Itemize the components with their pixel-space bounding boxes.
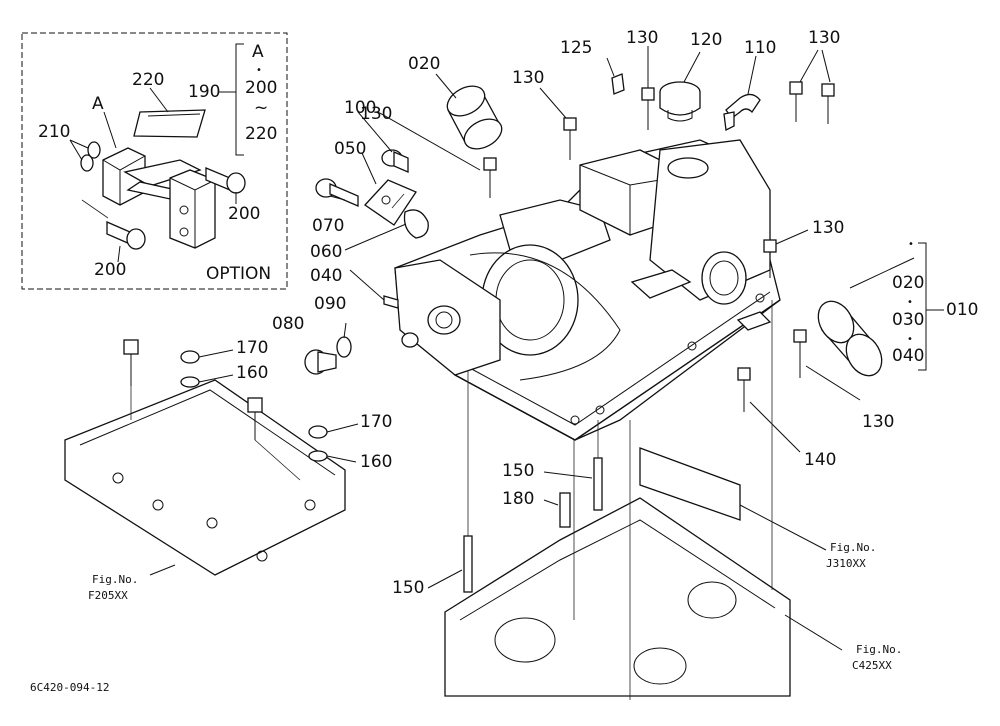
option-bolt-upper (205, 167, 246, 204)
part-150-label-lower: 150 (392, 578, 425, 598)
gasket-060 (403, 209, 429, 239)
part-020-label: 020 (408, 54, 441, 74)
part-190-label: 190 (188, 82, 221, 102)
washer-090 (336, 336, 352, 358)
kit-dot-2: • (907, 334, 913, 345)
bracket-dot: • (256, 65, 262, 76)
bolt-130-e (763, 239, 777, 278)
drawing-code: 6C420-094-12 (30, 681, 110, 694)
part-130-label-c: 130 (626, 28, 659, 48)
stud-150-upper (593, 457, 603, 511)
bracket-top-label: A (252, 42, 264, 62)
part-130-label-e: 130 (812, 218, 845, 238)
option-assembly-a (102, 111, 216, 249)
bushing-020 (446, 85, 503, 150)
kit-010-label: 010 (946, 300, 979, 320)
plate-bolts (123, 339, 301, 481)
part-160-label-a: 160 (236, 363, 269, 383)
part-160-label-b: 160 (360, 452, 393, 472)
part-130-label-a: 130 (360, 104, 393, 124)
bolt-130-b (563, 117, 577, 160)
kit-040-label: 040 (892, 346, 925, 366)
part-130-label-d: 130 (808, 28, 841, 48)
fig-ref-j310: J310XX (826, 557, 866, 570)
bolt-140 (737, 367, 751, 412)
plug-100 (381, 149, 409, 173)
part-170-label-b: 170 (360, 412, 393, 432)
part-125-label: 125 (560, 38, 593, 58)
part-220-label: 220 (132, 70, 165, 90)
kit-dot-top: • (908, 239, 914, 250)
main-housing (394, 139, 781, 441)
cap-125 (611, 73, 625, 95)
bolt-130-f (793, 329, 807, 378)
part-140-label: 140 (804, 450, 837, 470)
kit-030-label: 030 (892, 310, 925, 330)
bushing-010 (817, 300, 883, 377)
pin-180 (559, 492, 571, 528)
part-070-label: 070 (312, 216, 345, 236)
option-box (21, 32, 288, 290)
fig-ref-2-title: Fig.No. (830, 541, 877, 554)
part-210-label: 210 (38, 122, 71, 142)
fig-ref-f205: F205XX (88, 589, 128, 602)
part-170-label-a: 170 (236, 338, 269, 358)
cover-050 (364, 179, 417, 226)
fig-ref-1-title: Fig.No. (92, 573, 139, 586)
leader-lines (149, 46, 944, 700)
bolt-130-c (641, 87, 655, 130)
part-200-lower-label: 200 (94, 260, 127, 280)
part-080-label: 080 (272, 314, 305, 334)
pin-040 (383, 295, 399, 309)
option-label: OPTION (206, 264, 272, 284)
part-180-label: 180 (502, 489, 535, 509)
part-060-label: 060 (310, 242, 343, 262)
mounting-plate (64, 379, 346, 576)
kit-020-label: 020 (892, 273, 925, 293)
part-200-upper-label: 200 (228, 204, 261, 224)
part-040-label: 040 (310, 266, 343, 286)
bolt-130-d (789, 81, 835, 124)
bracket-bottom-label: 220 (245, 124, 278, 144)
part-130-label-f: 130 (862, 412, 895, 432)
elbow-110 (723, 93, 761, 131)
bracket-tilde: ~ (254, 98, 269, 118)
part-150-label-upper: 150 (502, 461, 535, 481)
bolt-130-a (483, 157, 497, 198)
transmission-case (444, 447, 791, 697)
option-bolt-lower (81, 199, 146, 263)
fig-ref-3-title: Fig.No. (856, 643, 903, 656)
assembly-a-label: A (92, 94, 104, 114)
plug-080 (304, 349, 337, 375)
part-090-label: 090 (314, 294, 347, 314)
cap-120 (659, 81, 701, 122)
o-rings-210 (69, 139, 101, 172)
fig-ref-c425: C425XX (852, 659, 892, 672)
part-130-label-b: 130 (512, 68, 545, 88)
bolt-070 (315, 178, 359, 207)
washers-160 (180, 376, 328, 462)
part-050-label: 050 (334, 139, 367, 159)
label-sheet-220 (133, 87, 206, 138)
part-110-label: 110 (744, 38, 777, 58)
bracket-mid-label: 200 (245, 78, 278, 98)
kit-dot-1: • (907, 297, 913, 308)
part-120-label: 120 (690, 30, 723, 50)
part-100-label: 100 (344, 98, 377, 118)
stud-150-lower (463, 535, 473, 593)
